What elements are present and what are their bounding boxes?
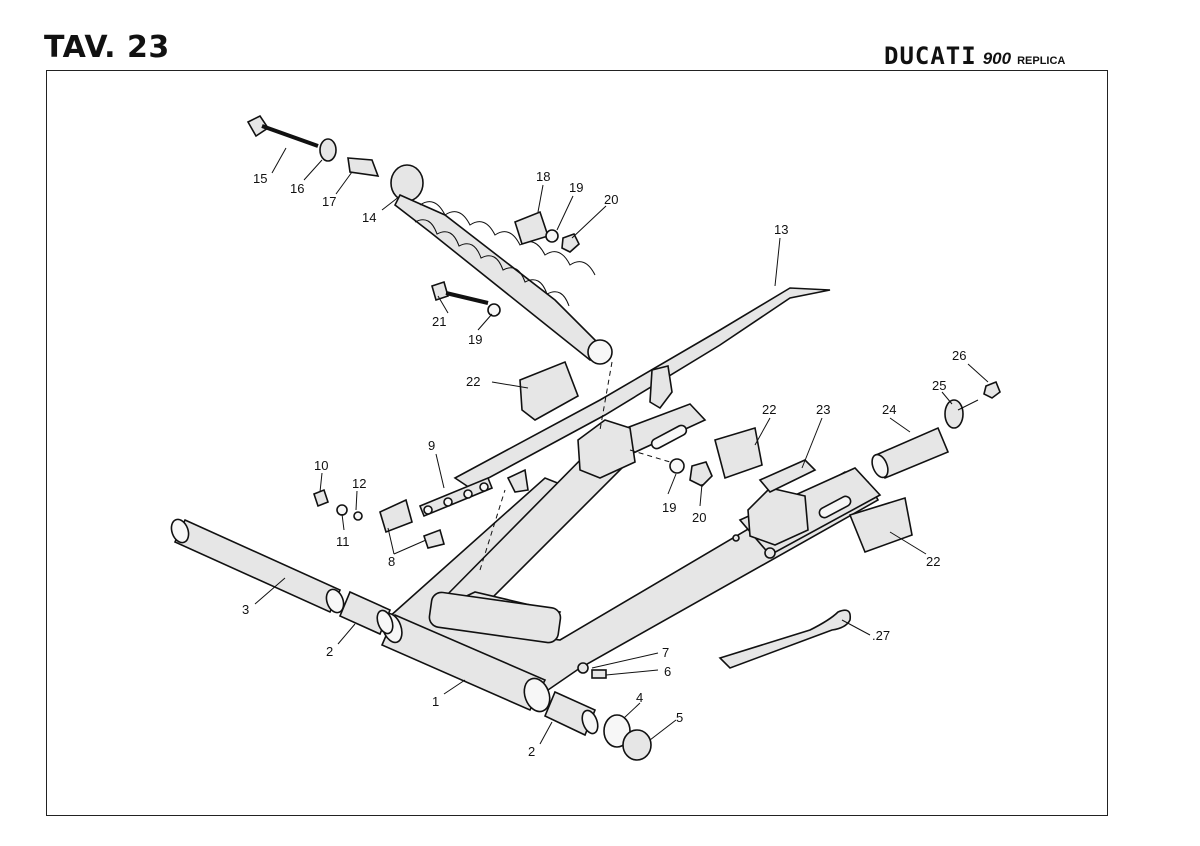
callout-15: 15	[253, 171, 267, 186]
rubber-pad-mid	[714, 426, 763, 480]
assembly-line-mount	[629, 449, 671, 463]
callout-26: 26	[952, 348, 966, 363]
tool-27	[718, 609, 852, 669]
brand-model: 900	[982, 49, 1012, 68]
nut-7	[577, 662, 589, 674]
cap-5	[622, 729, 652, 761]
chain-guard	[453, 287, 831, 489]
brand-model-suffix: REPLICA	[1017, 55, 1066, 67]
brand-name: DUCATI	[884, 42, 977, 70]
callout-22-mid: 22	[762, 402, 776, 417]
callout-3: 3	[242, 602, 249, 617]
bush-lower	[543, 690, 597, 737]
callout-19-upper: 19	[569, 180, 583, 195]
washer-12	[353, 511, 363, 521]
callout-16: 16	[290, 181, 304, 196]
callout-21: 21	[432, 314, 446, 329]
callout-8: 8	[388, 554, 395, 569]
bush-upper-end	[376, 609, 394, 635]
pivot-spindle	[170, 518, 345, 614]
chain-guard-bracket	[649, 365, 673, 410]
sleeve-24-end	[871, 453, 889, 479]
callout-20-lower: 20	[692, 510, 706, 525]
bolt-21	[431, 280, 489, 305]
rubber-pad-upper	[519, 360, 579, 421]
callout-2-lower: 2	[528, 744, 535, 759]
rubber-pad-right	[848, 496, 913, 554]
shock-absorber	[390, 164, 613, 365]
spacer-18	[514, 210, 550, 245]
callout-12: 12	[352, 476, 366, 491]
callout-2-upper: 2	[326, 644, 333, 659]
washer-16	[319, 138, 337, 162]
callout-7: 7	[662, 645, 669, 660]
callout-5: 5	[676, 710, 683, 725]
callout-19-middle: 19	[468, 332, 482, 347]
callout-14: 14	[362, 210, 376, 225]
assembly-line-chain	[479, 489, 506, 571]
bush-lower-end	[581, 709, 599, 735]
chain-clip-8	[422, 528, 445, 549]
callout-4: 4	[636, 690, 643, 705]
assembly-line-shock	[599, 361, 613, 431]
callout-1: 1	[432, 694, 439, 709]
washer-19-middle	[487, 303, 501, 317]
left-shock-mount	[577, 419, 636, 479]
callout-6: 6	[664, 664, 671, 679]
page-title: TAV. 23	[44, 30, 170, 65]
mount-23	[758, 459, 817, 493]
callout-19-lower: 19	[662, 500, 676, 515]
callout-25: 25	[932, 378, 946, 393]
washer-11	[336, 504, 348, 516]
nut-20-upper	[561, 233, 580, 253]
chain-guard-bracket-rear	[506, 468, 529, 493]
callout-22-upper: 22	[466, 374, 480, 389]
callout-22-right: 22	[926, 554, 940, 569]
chain-9	[418, 476, 494, 518]
callout-24: 24	[882, 402, 896, 417]
callout-9: 9	[428, 438, 435, 453]
washer-19-upper	[545, 229, 559, 243]
diagram-frame	[46, 70, 1108, 816]
spacer-17	[347, 157, 380, 177]
callout-20-upper: 20	[604, 192, 618, 207]
chain-link-8	[379, 498, 413, 534]
nut-20-lower	[689, 461, 713, 487]
bolt-15	[246, 114, 319, 148]
callout-27: .27	[872, 628, 890, 643]
grease-nipple-6	[591, 669, 607, 679]
washer-19-lower	[669, 458, 685, 474]
callout-10: 10	[314, 458, 328, 473]
spindle-25-shaft	[957, 399, 979, 411]
nut-26	[983, 380, 1001, 399]
callout-17: 17	[322, 194, 336, 209]
brand-logo: DUCATI 900 REPLICA	[884, 42, 1065, 70]
callout-11: 11	[336, 534, 350, 549]
leader-lines	[254, 147, 989, 745]
callout-18: 18	[536, 169, 550, 184]
spindle-25	[944, 399, 964, 429]
callout-23: 23	[816, 402, 830, 417]
bolt-10	[313, 488, 329, 508]
callout-13: 13	[774, 222, 788, 237]
